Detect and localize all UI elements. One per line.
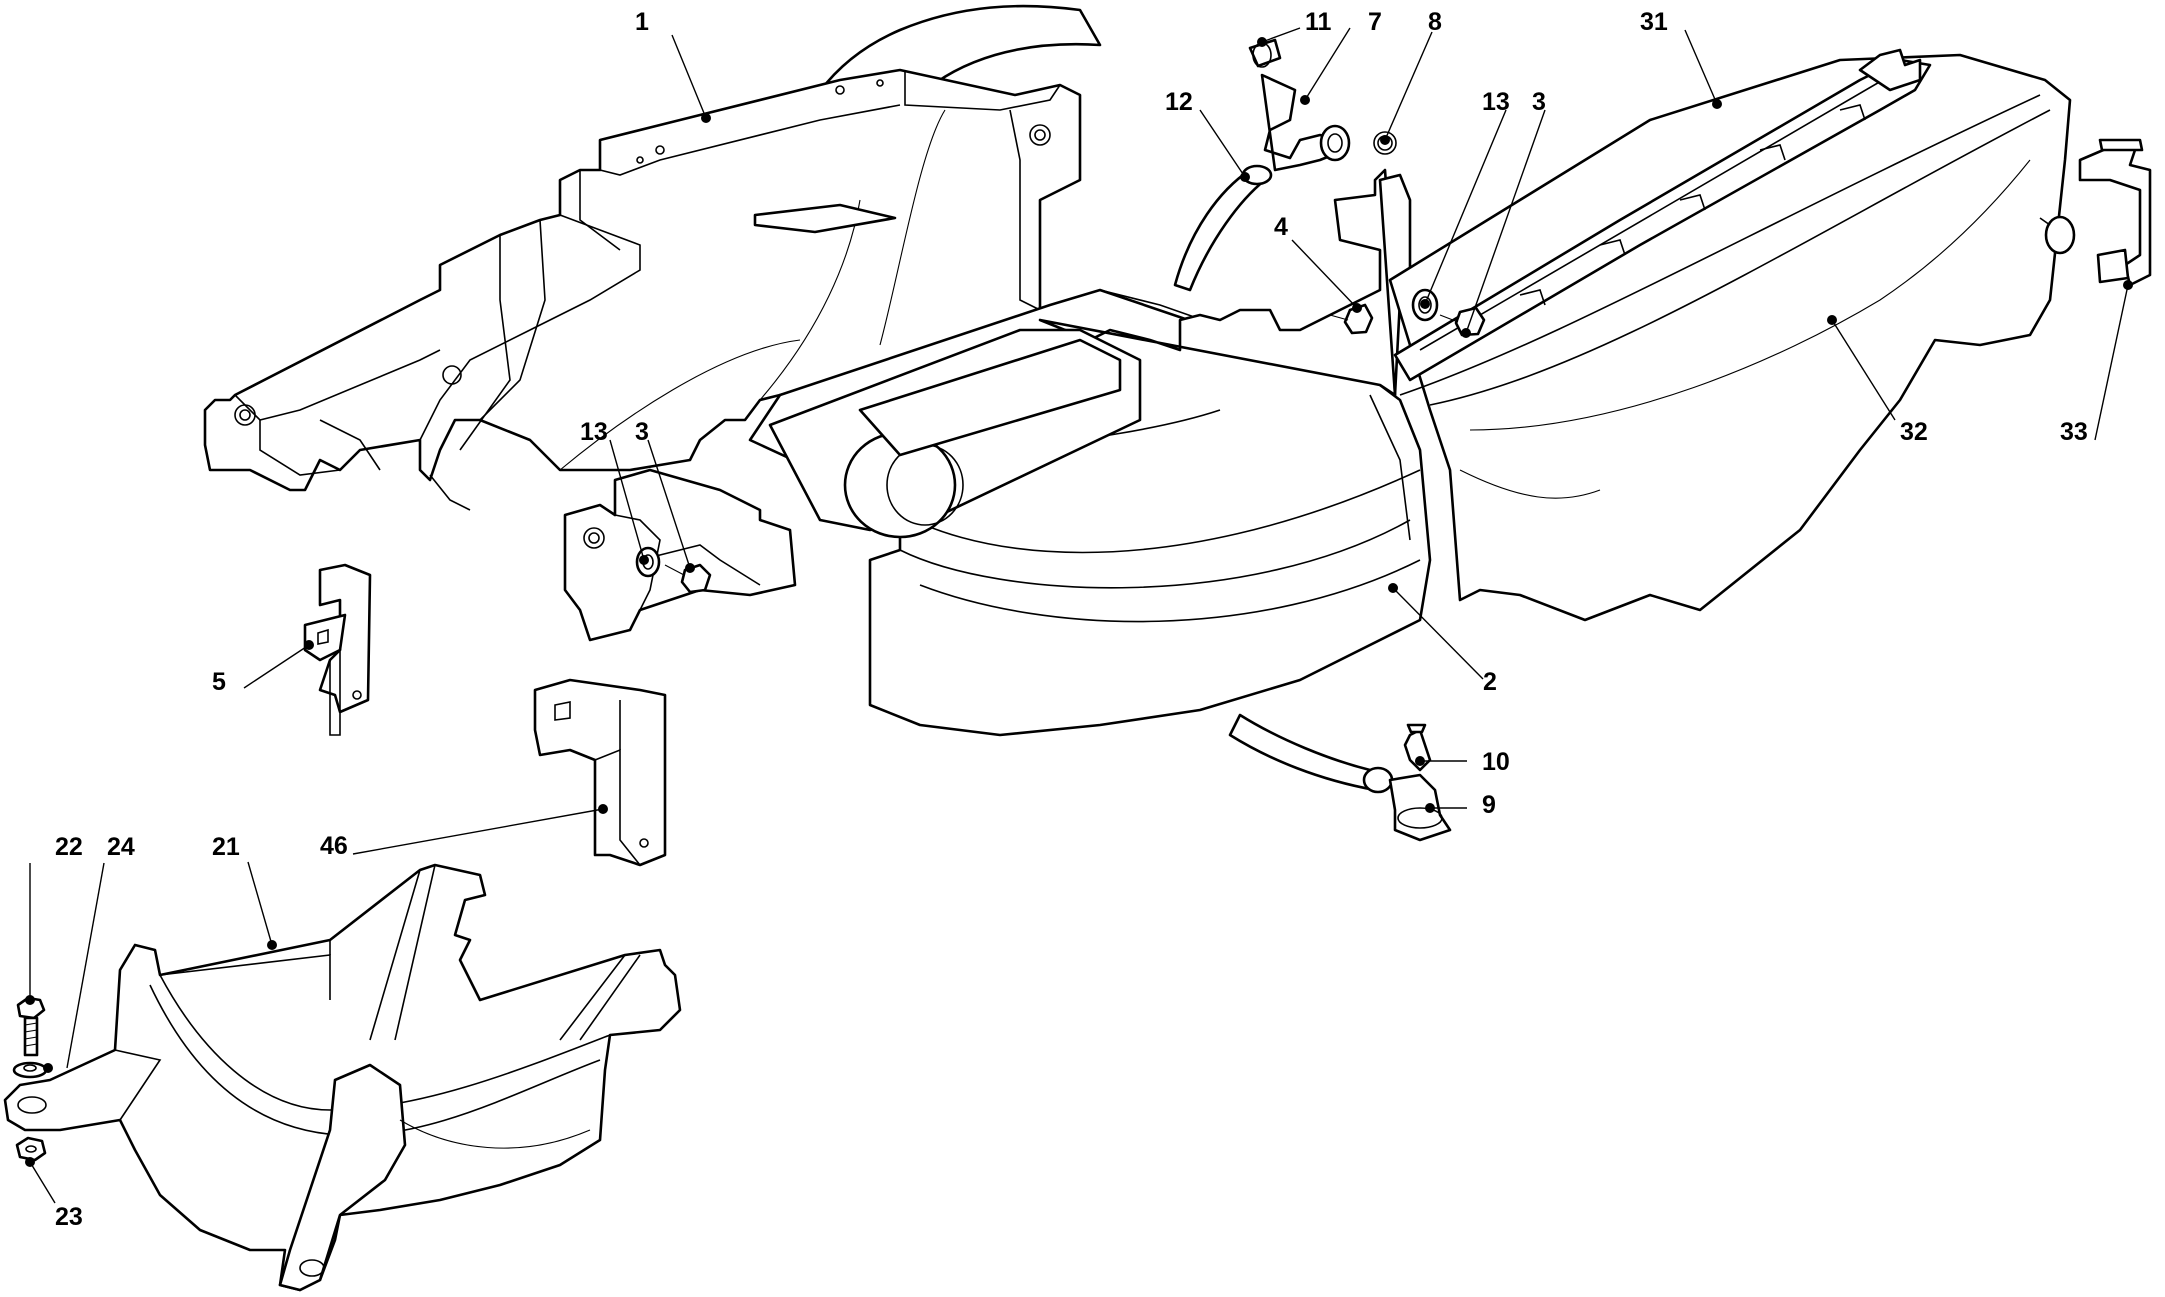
part-32-rear-chute: [1388, 48, 2076, 622]
left-side-bracket: [563, 468, 797, 642]
callout-4: 4: [1274, 213, 1288, 241]
callout-23: 23: [55, 1203, 83, 1231]
leader-lines: [29, 27, 2129, 1204]
part-2-front-housing: [748, 168, 1432, 737]
callout-31: 31: [1640, 8, 1668, 36]
callout-5: 5: [212, 668, 226, 696]
callout-10: 10: [1482, 748, 1510, 776]
callout-9: 9: [1482, 791, 1496, 819]
callout-46: 46: [320, 832, 348, 860]
callout-32: 32: [1900, 418, 1928, 446]
callout-24: 24: [107, 833, 135, 861]
callout-labels: 1 11 7 8 12 4 13 3 31 32 33 13 3 5 2 10 …: [55, 8, 2088, 1231]
callout-21: 21: [212, 833, 240, 861]
callout-12: 12: [1165, 88, 1193, 116]
fasteners-22-24-23: [12, 996, 48, 1162]
callout-22: 22: [55, 833, 83, 861]
part-46-bracket: [533, 678, 667, 867]
callout-7: 7: [1368, 8, 1382, 36]
callout-13b: 13: [580, 418, 608, 446]
callout-2: 2: [1483, 668, 1497, 696]
callout-33: 33: [2060, 418, 2088, 446]
callout-3b: 3: [635, 418, 649, 446]
callout-dots: [25, 37, 2133, 1167]
part-5-bracket: [303, 563, 372, 736]
part-21-lower-housing: [3, 863, 682, 1292]
callout-13a: 13: [1482, 88, 1510, 116]
callout-8: 8: [1428, 8, 1442, 36]
part-1-upper-frame: [203, 4, 1102, 511]
callout-3a: 3: [1532, 88, 1546, 116]
callout-11: 11: [1305, 8, 1332, 36]
part-33-bracket: [2078, 138, 2152, 287]
callout-1: 1: [635, 8, 649, 36]
